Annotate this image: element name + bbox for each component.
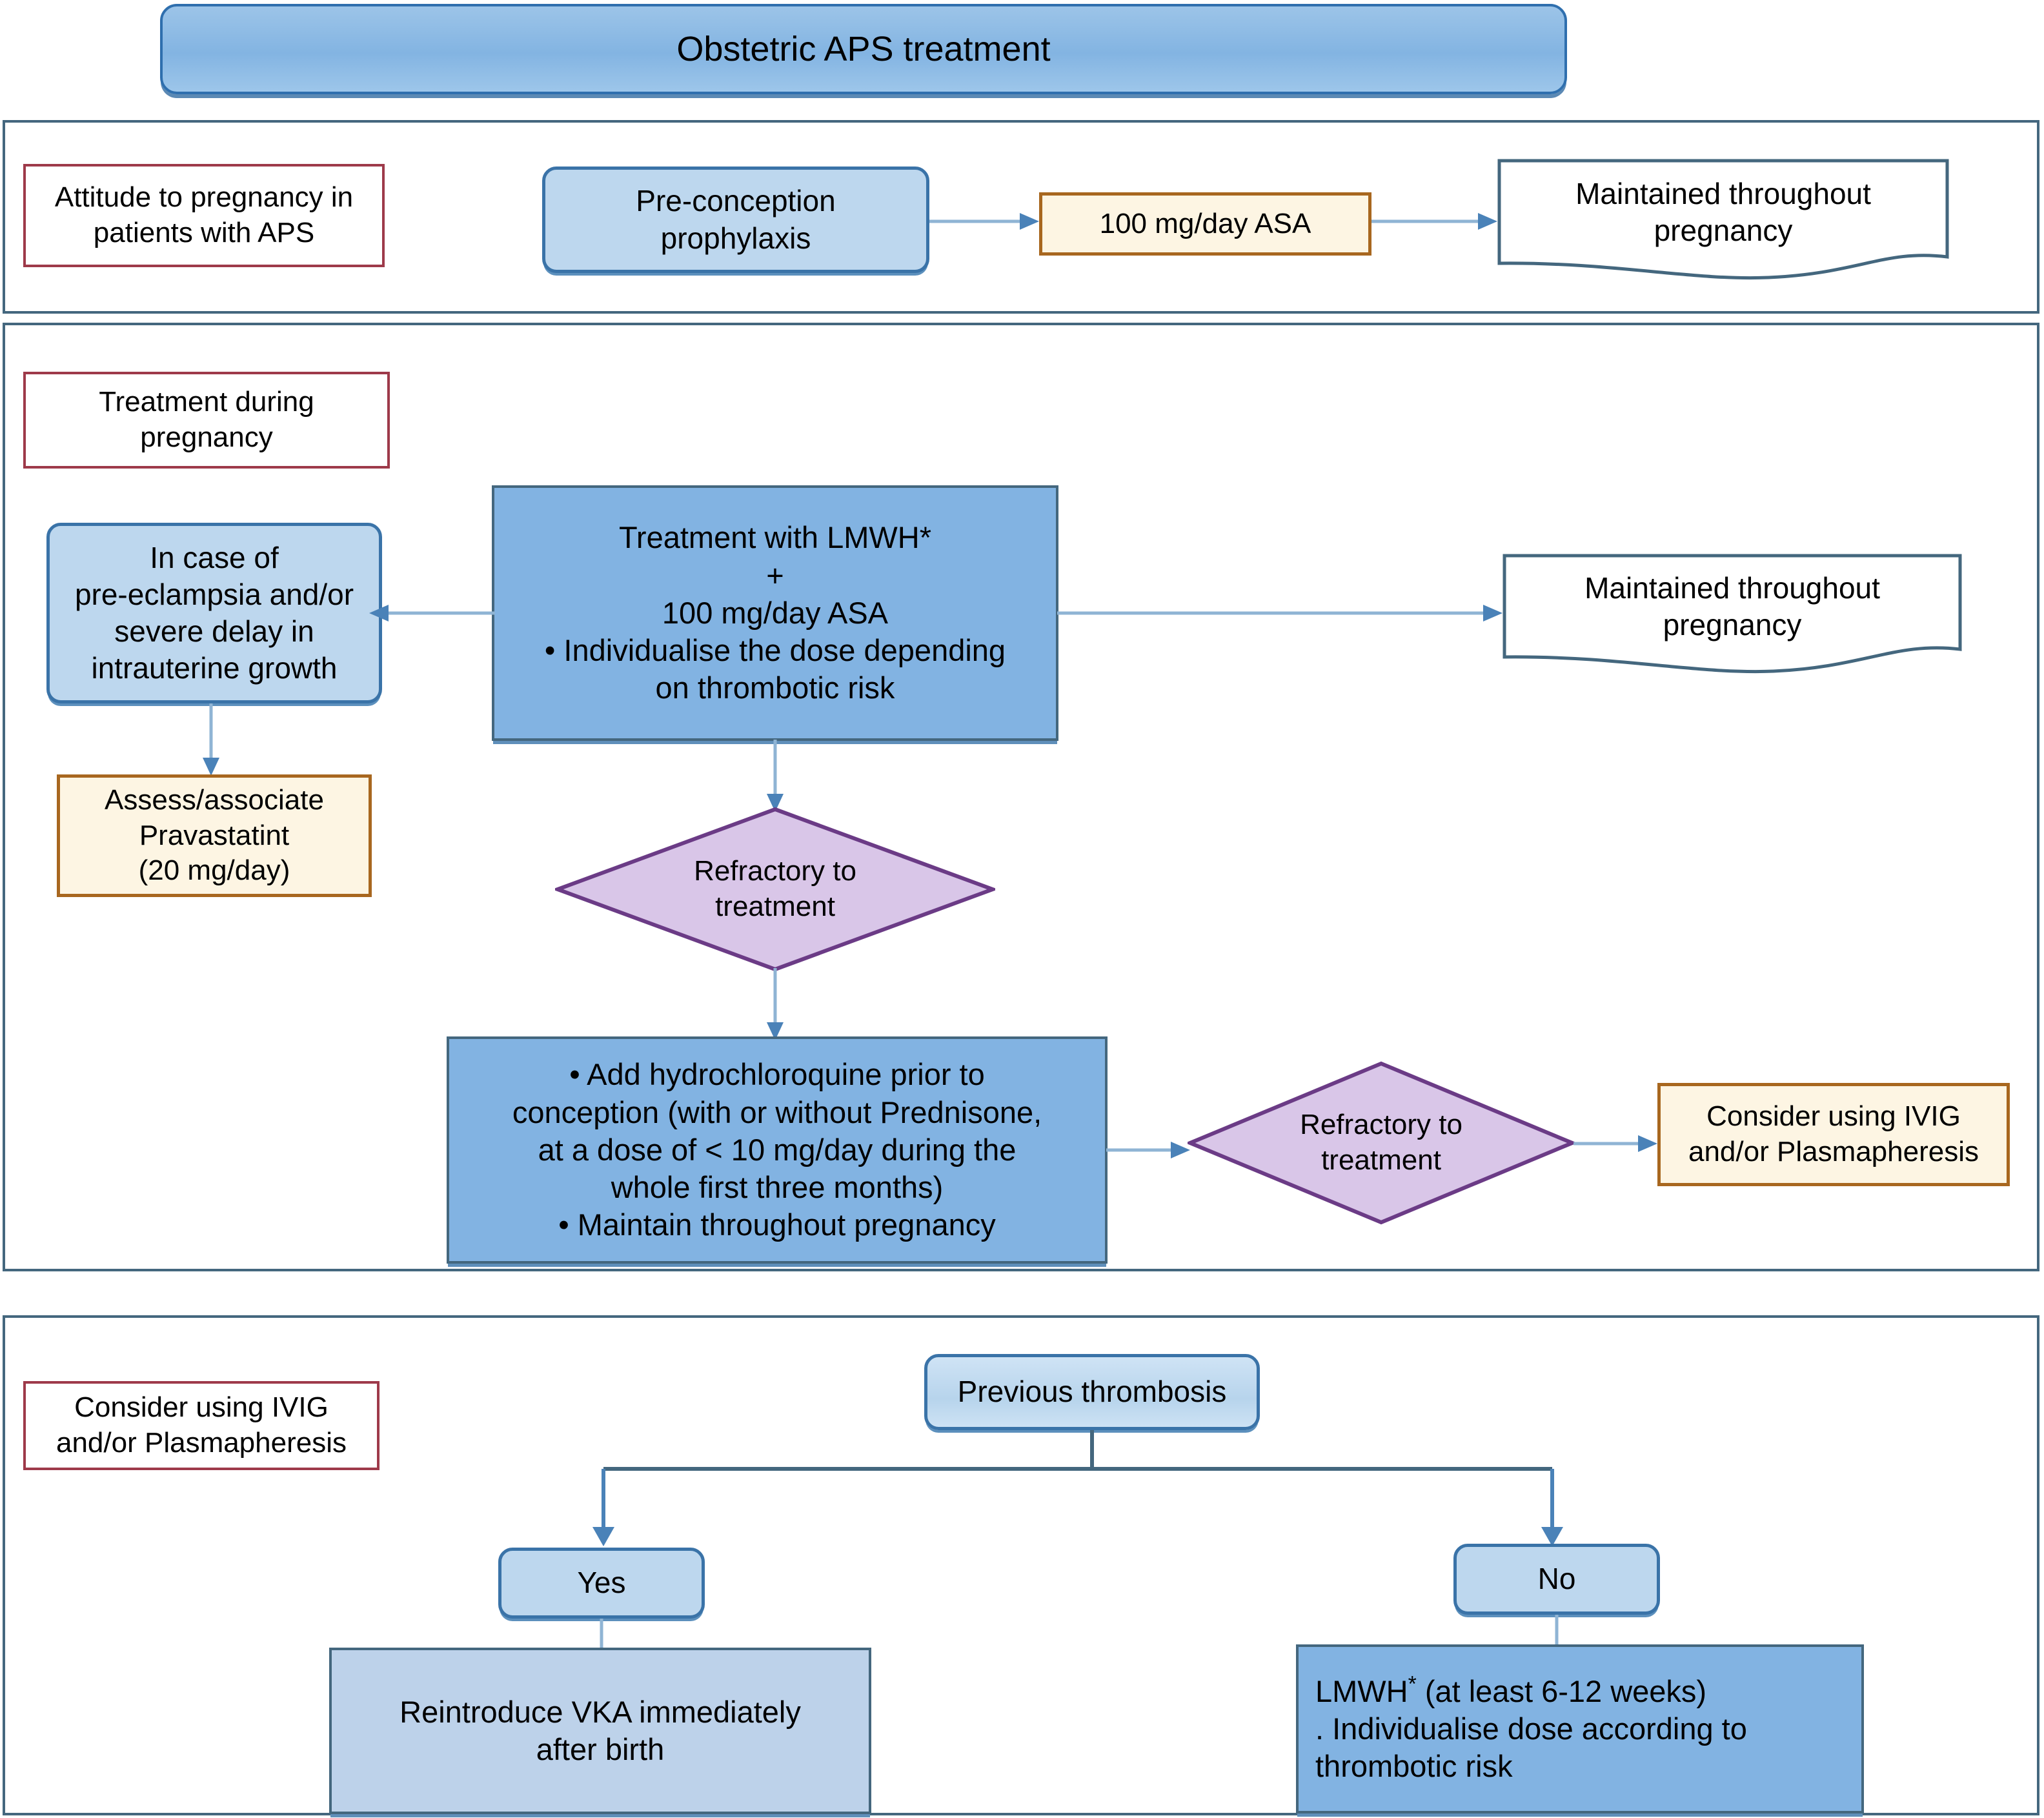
node-lmwh-postpartum[interactable]: LMWH* (at least 6-12 weeks) . Individual…	[1296, 1644, 1864, 1813]
lmwh-post-line-3: thrombotic risk	[1315, 1749, 1513, 1784]
node-maintained-throughout-pregnancy-2: Maintained throughout pregnancy	[1503, 554, 1962, 676]
lmwh-post-line-2: . Individualise dose according to	[1315, 1711, 1747, 1746]
node-pravastatin[interactable]: Assess/associate Pravastatint (20 mg/day…	[57, 774, 372, 897]
node-refractory-to-treatment-2: Refractory to treatment	[1188, 1061, 1575, 1225]
node-lmwh-treatment[interactable]: Treatment with LMWH* + 100 mg/day ASA • …	[492, 485, 1058, 741]
lmwh-label: LMWH	[1315, 1673, 1408, 1708]
lmwh-post-line-1: LMWH* (at least 6-12 weeks)	[1315, 1673, 1861, 1710]
section-label-attitude: Attitude to pregnancy in patients with A…	[23, 164, 385, 267]
node-ivig-plasmapheresis[interactable]: Consider using IVIG and/or Plasmapheresi…	[1657, 1083, 2010, 1186]
node-hydroxychloroquine[interactable]: • Add hydrochloroquine prior to concepti…	[447, 1036, 1108, 1264]
node-maintained-throughout-pregnancy-1: Maintained throughout pregnancy	[1497, 159, 1949, 281]
node-refractory-to-treatment-1: Refractory to treatment	[555, 807, 995, 972]
node-branch-yes[interactable]: Yes	[498, 1548, 705, 1619]
section-label-ivig-plasmapheresis: Consider using IVIG and/or Plasmapheresi…	[23, 1381, 379, 1470]
node-pre-eclampsia[interactable]: In case of pre-eclampsia and/or severe d…	[46, 523, 382, 703]
node-label: Refractory to treatment	[1300, 1109, 1462, 1176]
node-asa-dose[interactable]: 100 mg/day ASA	[1039, 192, 1371, 256]
node-label: Maintained throughout pregnancy	[1575, 176, 1871, 247]
node-branch-no[interactable]: No	[1453, 1544, 1660, 1615]
node-pre-conception-prophylaxis[interactable]: Pre-conception prophylaxis	[542, 167, 929, 273]
lmwh-duration: (at least 6-12 weeks)	[1416, 1673, 1707, 1708]
node-previous-thrombosis[interactable]: Previous thrombosis	[924, 1354, 1260, 1430]
page-title: Obstetric APS treatment	[160, 4, 1567, 94]
node-label: Maintained throughout pregnancy	[1584, 571, 1880, 641]
node-label: Refractory to treatment	[694, 855, 856, 922]
section-label-treatment-during-pregnancy: Treatment during pregnancy	[23, 372, 390, 469]
node-reintroduce-vka[interactable]: Reintroduce VKA immediately after birth	[329, 1648, 871, 1814]
asterisk-icon: *	[1408, 1671, 1417, 1696]
